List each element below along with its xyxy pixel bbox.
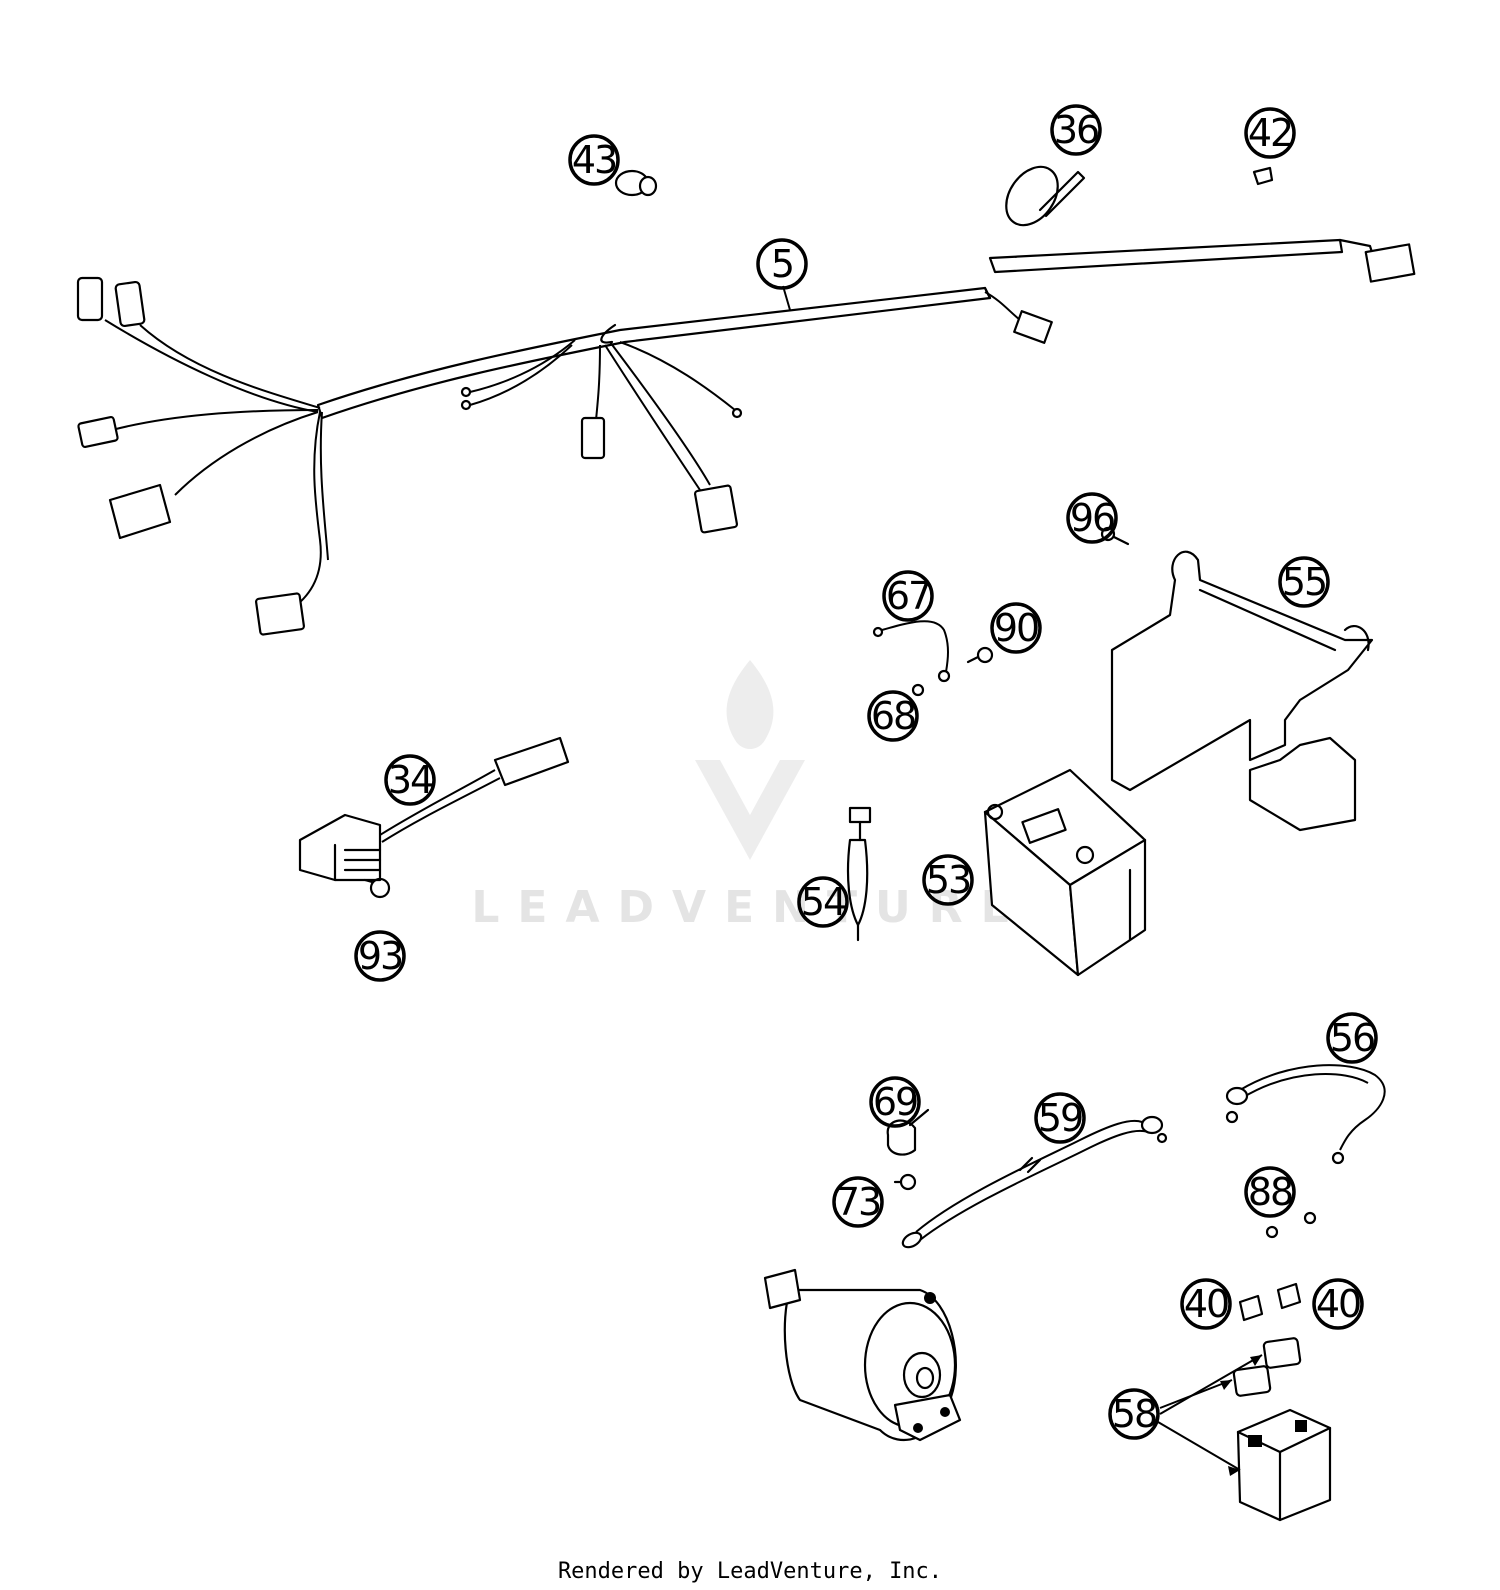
callout-69: 69	[869, 1076, 921, 1128]
callout-73-label: 73	[836, 1180, 880, 1224]
part-59-starter-cable	[901, 1115, 1168, 1249]
leader-line-5	[782, 285, 791, 311]
callout-67-label: 67	[886, 574, 930, 618]
callout-56: 56	[1326, 1012, 1378, 1064]
part-69-cap	[886, 1108, 930, 1156]
callout-56-label: 56	[1330, 1016, 1374, 1060]
callout-42-label: 42	[1248, 111, 1292, 155]
callout-54: 54	[797, 876, 849, 928]
callout-43: 43	[568, 134, 620, 186]
part-36-cable-tie	[1005, 165, 1086, 227]
callout-88: 88	[1244, 1166, 1296, 1218]
callout-90-label: 90	[994, 606, 1038, 650]
callout-73: 73	[832, 1176, 884, 1228]
callout-55: 55	[1278, 556, 1330, 608]
part-42-clip	[1252, 166, 1274, 186]
callout-55-label: 55	[1282, 560, 1326, 604]
part-40-fuses	[1238, 1282, 1302, 1322]
callout-42: 42	[1244, 107, 1296, 159]
callout-88-label: 88	[1248, 1170, 1292, 1214]
callout-53: 53	[922, 854, 974, 906]
part-56-battery-cable	[1225, 1064, 1386, 1165]
starter-motor	[763, 1268, 962, 1442]
callout-59: 59	[1034, 1092, 1086, 1144]
callout-40-right: 40	[1312, 1278, 1364, 1330]
callout-34: 34	[384, 754, 436, 806]
callout-93: 93	[354, 930, 406, 982]
part-73-nut	[893, 1173, 917, 1191]
callout-5-label: 5	[771, 242, 793, 286]
callout-43-label: 43	[572, 138, 616, 182]
part-55-battery-holder	[1110, 550, 1374, 832]
part-96-screw	[1100, 526, 1130, 546]
part-67-ground-wire	[872, 620, 994, 697]
callout-58-label: 58	[1112, 1392, 1156, 1436]
callout-53-label: 53	[926, 858, 970, 902]
callout-40-left-label: 40	[1184, 1282, 1228, 1326]
watermark: LEADVENTURE	[471, 660, 1028, 933]
part-88-screws	[1265, 1211, 1317, 1239]
callout-69-label: 69	[873, 1080, 917, 1124]
part-54-fuse	[846, 806, 872, 942]
part-43-clip	[614, 169, 658, 197]
callout-58: 58	[1108, 1388, 1160, 1440]
callout-59-label: 59	[1038, 1096, 1082, 1140]
part-58-relay	[1232, 1337, 1332, 1522]
callout-5: 5	[756, 238, 808, 290]
callout-67: 67	[882, 570, 934, 622]
callout-96-label: 96	[1070, 496, 1114, 540]
callout-40-right-label: 40	[1316, 1282, 1360, 1326]
footer-credit: Rendered by LeadVenture, Inc.	[558, 1559, 942, 1584]
part-34-regulator	[298, 736, 570, 899]
wiring-harness	[76, 238, 1416, 636]
leader-lines-58	[1157, 1354, 1263, 1476]
callout-68: 68	[867, 690, 919, 742]
callout-40-left: 40	[1180, 1278, 1232, 1330]
callout-36: 36	[1050, 104, 1102, 156]
callout-90: 90	[990, 602, 1042, 654]
callout-68-label: 68	[871, 694, 915, 738]
callout-36-label: 36	[1054, 108, 1098, 152]
callout-34-label: 34	[388, 758, 433, 802]
callout-96: 96	[1066, 492, 1118, 544]
callout-93-label: 93	[358, 934, 402, 978]
part-53-battery	[983, 768, 1147, 977]
callout-54-label: 54	[801, 880, 846, 924]
watermark-text: LEADVENTURE	[471, 882, 1028, 933]
